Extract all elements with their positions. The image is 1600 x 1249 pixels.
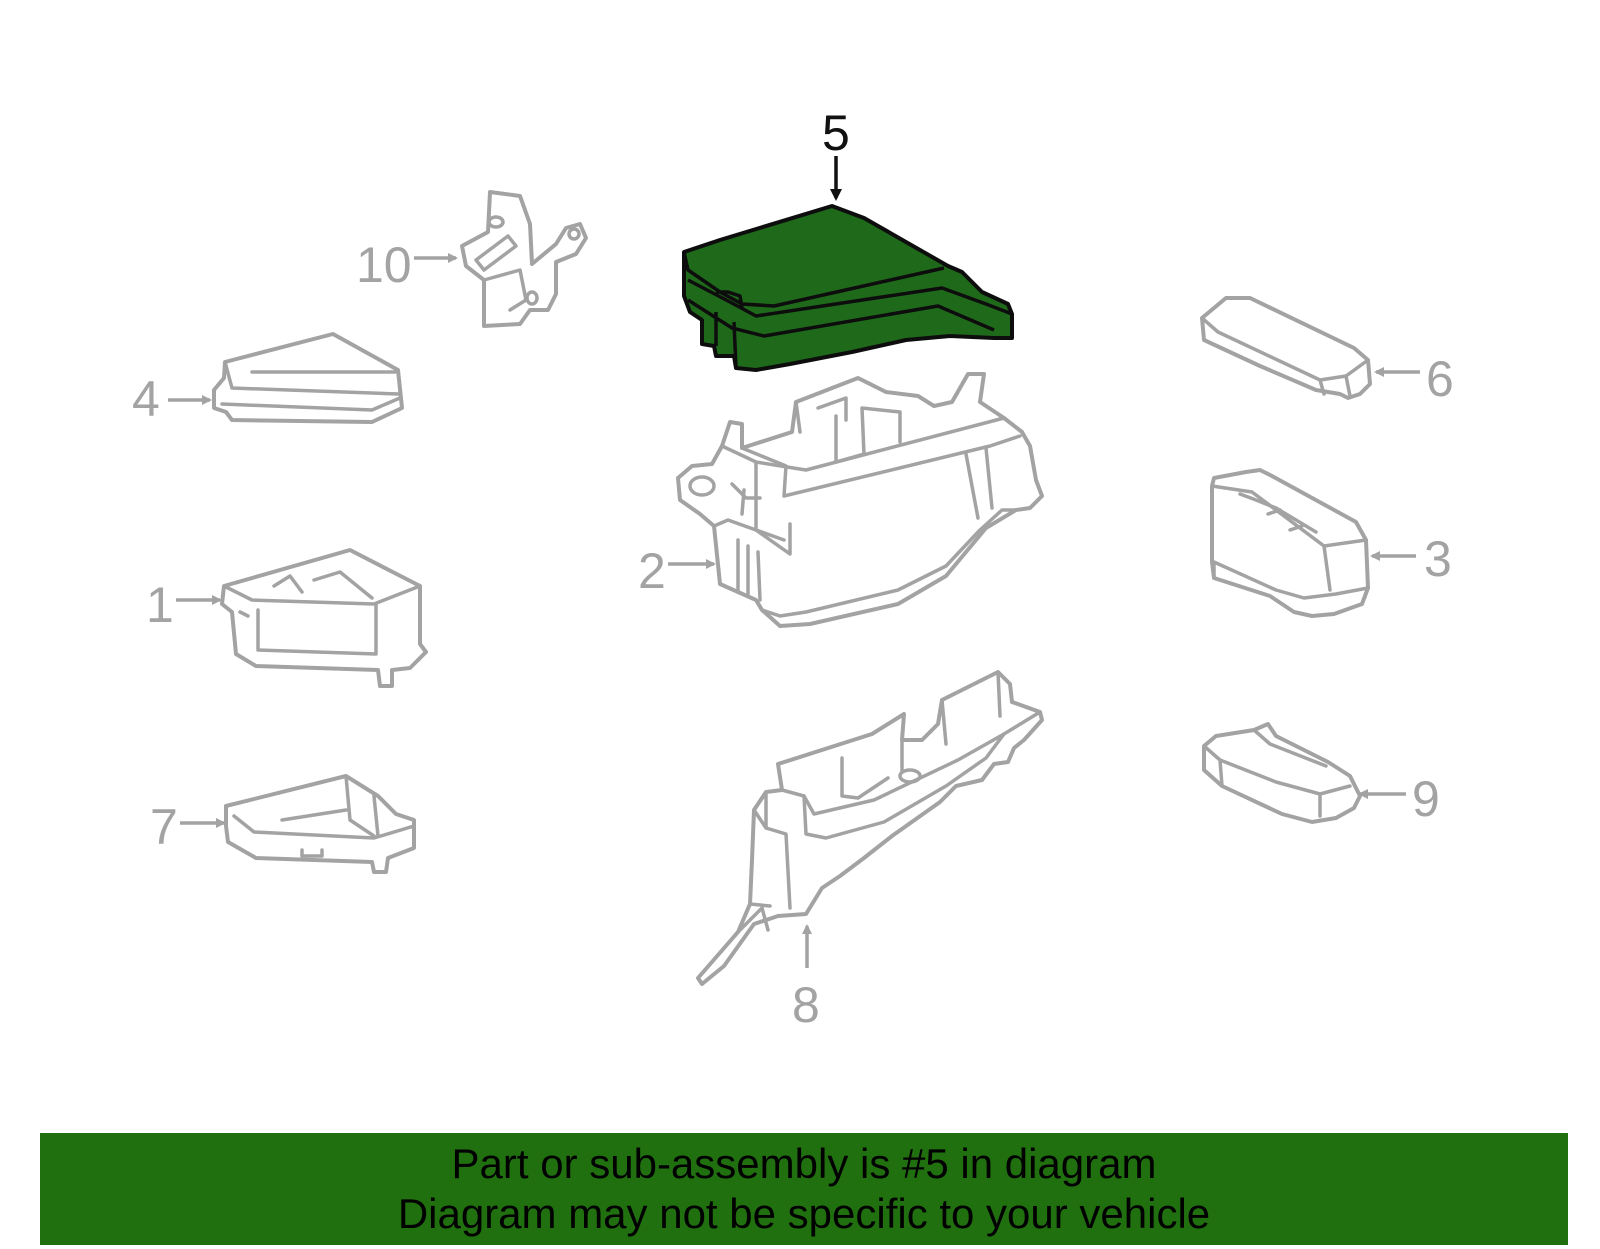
callout-10[interactable]: 10 [356,237,412,293]
part-6-small-cover[interactable] [1200,296,1372,400]
callout-1[interactable]: 1 [146,577,174,633]
banner-line-1: Part or sub-assembly is #5 in diagram [451,1140,1157,1187]
part-4-cover[interactable] [212,332,404,424]
part-1-relay-block[interactable] [220,548,428,688]
callout-8[interactable]: 8 [792,977,820,1033]
callout-3[interactable]: 3 [1424,531,1452,587]
part-7-cover[interactable] [224,774,416,874]
callout-4[interactable]: 4 [132,371,160,427]
part-3-relay[interactable] [1210,468,1370,618]
part-5-main-cover[interactable] [682,204,1014,372]
callout-6[interactable]: 6 [1426,351,1454,407]
part-8-bracket[interactable] [696,670,1044,986]
callout-5[interactable]: 5 [822,105,850,161]
callout-2[interactable]: 2 [638,543,666,599]
callout-9[interactable]: 9 [1412,771,1440,827]
info-banner: Part or sub-assembly is #5 in diagram Di… [40,1133,1568,1245]
callout-7[interactable]: 7 [150,799,178,855]
part-9-small-cover[interactable] [1202,722,1362,824]
part-2-housing[interactable] [676,372,1044,628]
part-10-bracket[interactable] [460,190,588,328]
banner-line-2: Diagram may not be specific to your vehi… [397,1190,1211,1237]
